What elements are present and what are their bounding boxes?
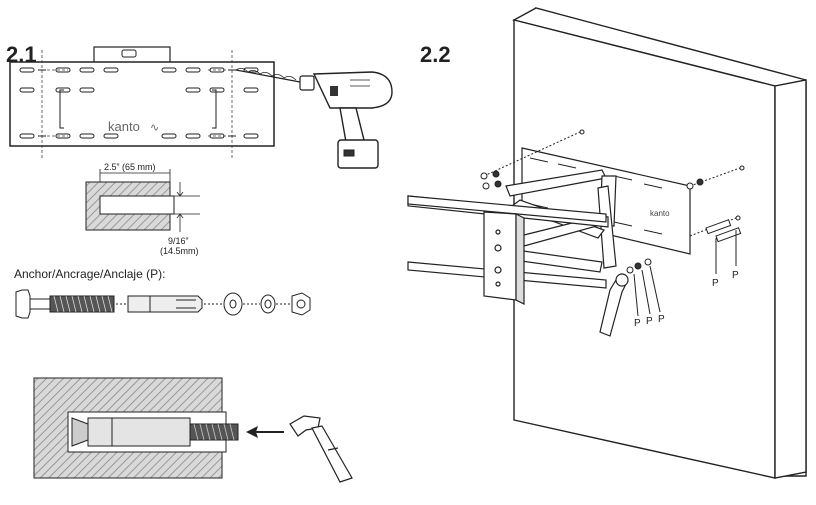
wrench-icon [599, 273, 629, 337]
part-label-p: P [658, 314, 665, 325]
part-label-p: P [646, 316, 653, 327]
anchor-bolt [15, 289, 115, 319]
anchor-wall-section [33, 377, 239, 479]
nut-washer-stack [626, 258, 661, 317]
step-2-2-label: 2.2 [420, 42, 451, 67]
brand-logo: kanto [108, 119, 140, 134]
bracket-brand: kanto [650, 209, 670, 218]
hole-depth-diagram: 2.5” (65 mm) 9/16” (14.5mm) [85, 162, 200, 256]
tv-plate [407, 195, 609, 305]
part-label-p: P [634, 318, 641, 329]
level-bubble [121, 49, 137, 58]
power-drill [235, 68, 393, 169]
part-label-p: P [732, 270, 739, 281]
anchor-label: Anchor/Ancrage/Anclaje (P): [14, 267, 165, 281]
wall-anchors-right [705, 219, 742, 274]
wall-plate-template: kanto ∿ [9, 46, 275, 158]
wall [512, 7, 807, 479]
insert-arrow [246, 426, 284, 438]
svg-text:∿: ∿ [150, 122, 159, 134]
drill-depth-label: 2.5” (65 mm) [104, 162, 156, 172]
hole-diameter-label: 9/16” [168, 236, 189, 246]
hammer-icon [289, 415, 353, 483]
hole-diameter-metric-label: (14.5mm) [160, 246, 199, 256]
anchor-parts [15, 289, 311, 319]
part-label-p: P [712, 278, 719, 289]
anchor-sleeve [127, 295, 203, 313]
